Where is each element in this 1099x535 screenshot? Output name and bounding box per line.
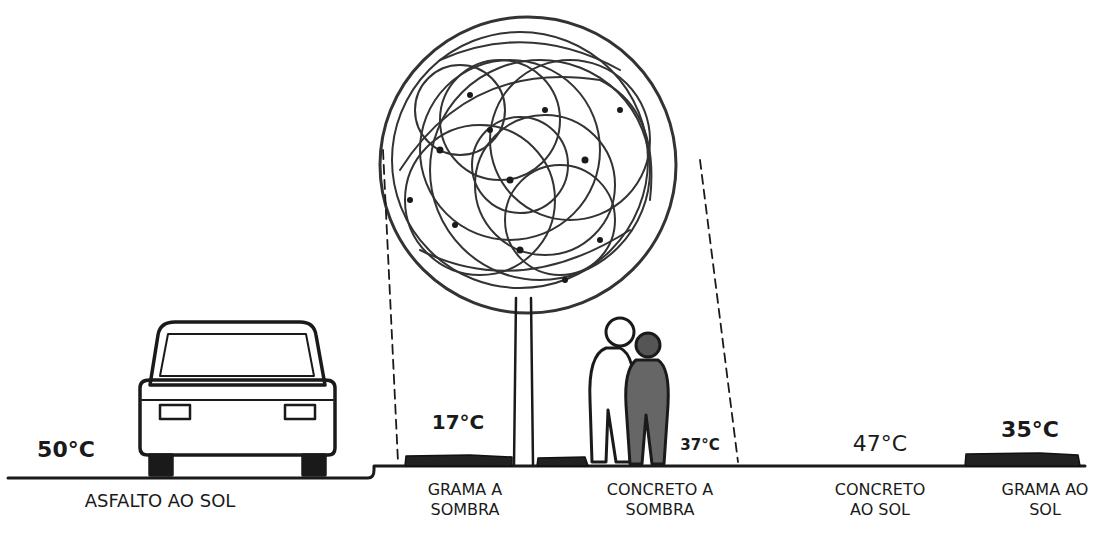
surface-label: ASFALTO AO SOL bbox=[85, 490, 236, 513]
temperature-value: 35°C bbox=[1001, 416, 1059, 444]
shade-line bbox=[700, 160, 738, 462]
surface-label: GRAMA AO SOL bbox=[1000, 480, 1090, 520]
car bbox=[140, 322, 335, 475]
tree-canopy bbox=[380, 17, 676, 313]
temperature-value: 37°C bbox=[680, 436, 719, 455]
grass-patch bbox=[405, 453, 1080, 466]
surface-label: CONCRETO AO SOL bbox=[830, 480, 930, 520]
people bbox=[590, 318, 668, 464]
temperature-value: 47°C bbox=[853, 430, 907, 458]
canopy-dots bbox=[407, 92, 623, 283]
surface-label: GRAMA A SOMBRA bbox=[405, 480, 525, 520]
temperature-value: 50°C bbox=[37, 436, 95, 464]
shade-line bbox=[383, 150, 398, 462]
temperature-value: 17°C bbox=[432, 410, 485, 435]
surface-label: CONCRETO A SOMBRA bbox=[590, 480, 730, 520]
tree-trunk bbox=[514, 298, 533, 465]
